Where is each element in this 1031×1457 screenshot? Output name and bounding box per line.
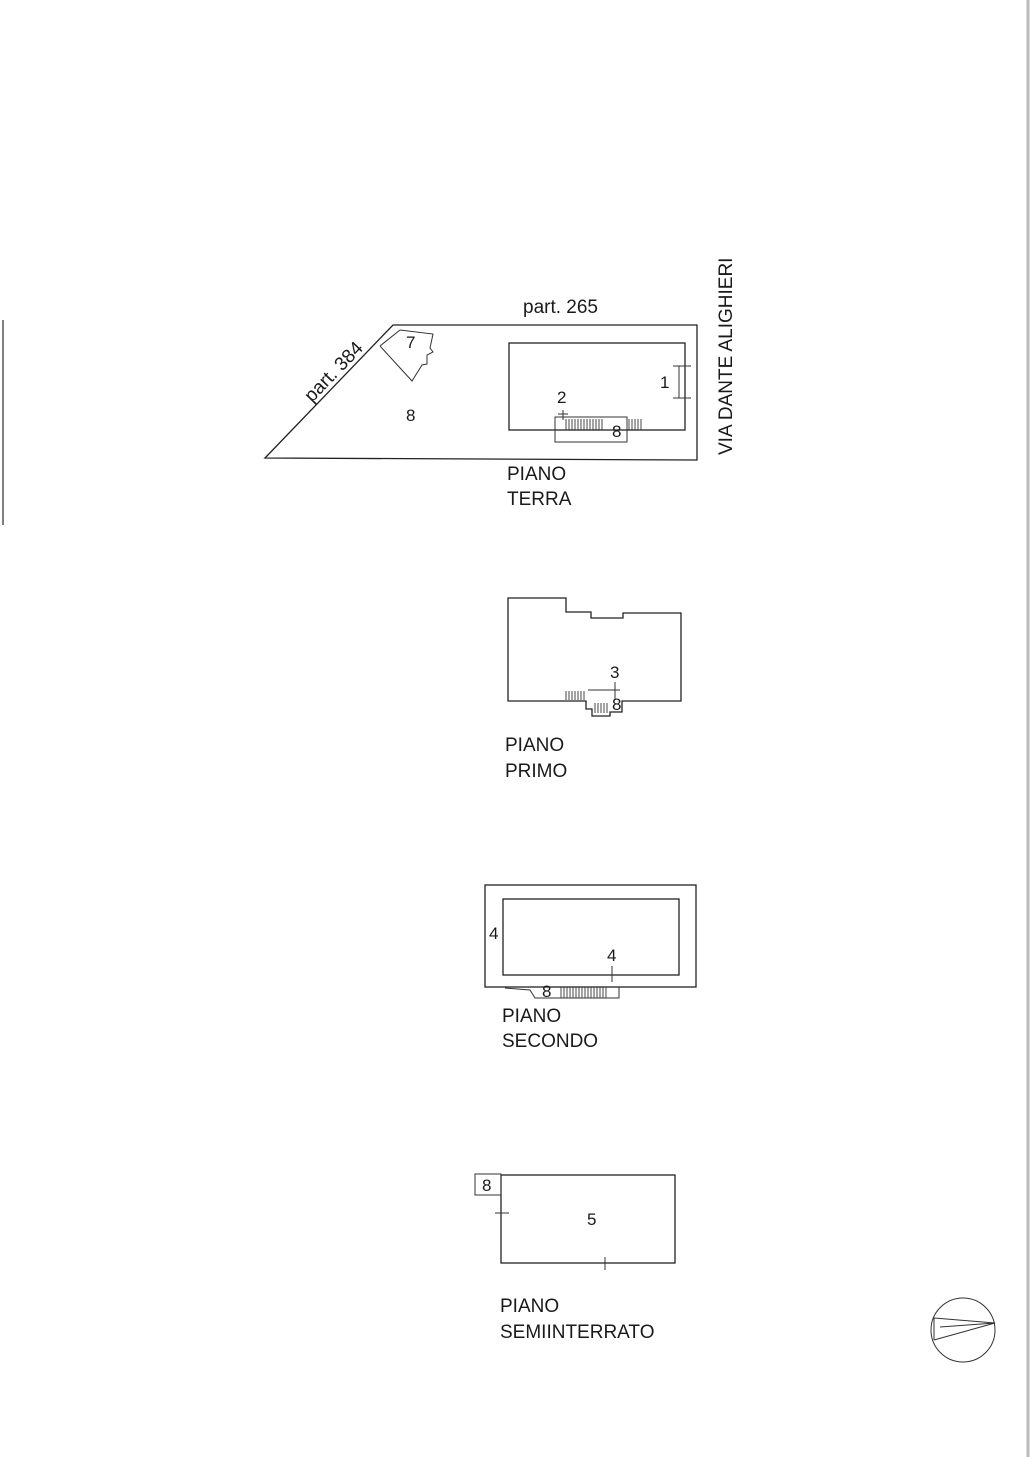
second-floor-plan: 4 4 8 PIANO SECONDO bbox=[484, 884, 697, 1052]
basement-outline bbox=[500, 1174, 676, 1264]
ground-floor-title-line2: TERRA bbox=[507, 489, 572, 510]
first-floor-unit-8: 8 bbox=[612, 695, 621, 714]
ground-floor-unit-8-yard: 8 bbox=[406, 406, 415, 425]
second-floor-stair-hatch bbox=[560, 966, 613, 998]
second-floor-stair-outline bbox=[504, 987, 620, 999]
ground-floor-unit-2: 2 bbox=[557, 388, 566, 407]
first-floor-outline bbox=[507, 597, 682, 717]
ground-floor-building bbox=[508, 342, 686, 431]
ground-floor-plan: 1 2 7 8 8 part. 265 part. 384 VIA DANTE … bbox=[263, 258, 737, 510]
ground-floor-unit-1: 1 bbox=[660, 373, 669, 392]
basement-unit-5: 5 bbox=[587, 1210, 596, 1229]
first-floor-unit-3: 3 bbox=[610, 663, 619, 682]
parcel-west-label: part. 384 bbox=[300, 338, 368, 407]
second-floor-title-line2: SECONDO bbox=[502, 1031, 598, 1052]
second-floor-unit-4-right: 4 bbox=[607, 946, 616, 965]
parcel-north-label: part. 265 bbox=[523, 297, 598, 318]
first-floor-title-line2: PRIMO bbox=[505, 761, 567, 782]
second-floor-unit-8: 8 bbox=[542, 982, 551, 1001]
basement-unit-8-box bbox=[474, 1173, 502, 1196]
north-arrow-icon bbox=[930, 1297, 996, 1363]
second-floor-inner-outline bbox=[502, 898, 680, 976]
basement-title-line1: PIANO bbox=[500, 1296, 559, 1317]
second-floor-outer-outline bbox=[484, 884, 697, 988]
basement-title-line2: SEMIINTERRATO bbox=[500, 1322, 654, 1343]
ground-floor-unit-8-stair: 8 bbox=[612, 422, 621, 441]
second-floor-title-line1: PIANO bbox=[502, 1006, 561, 1027]
lot-outline bbox=[263, 324, 698, 461]
first-floor-plan: 3 8 PIANO PRIMO bbox=[505, 597, 682, 782]
ground-floor-title-line1: PIANO bbox=[507, 464, 566, 485]
annex-7-outline bbox=[379, 329, 434, 382]
first-floor-stair-hatch bbox=[565, 682, 620, 713]
ground-floor-stair-hatch bbox=[565, 419, 642, 430]
first-floor-title-line1: PIANO bbox=[505, 735, 564, 756]
basement-unit-8: 8 bbox=[482, 1176, 491, 1195]
ground-floor-unit-7: 7 bbox=[406, 333, 415, 352]
second-floor-unit-4-left: 4 bbox=[489, 924, 498, 943]
ground-floor-stair-box bbox=[554, 416, 628, 443]
street-label: VIA DANTE ALIGHIERI bbox=[716, 258, 737, 455]
basement-plan: 8 5 PIANO SEMIINTERRATO bbox=[474, 1173, 676, 1343]
